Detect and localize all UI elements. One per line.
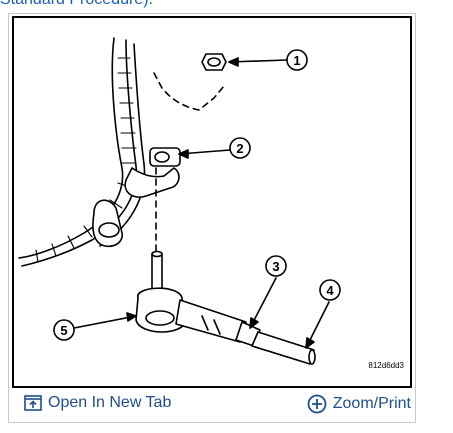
procedure-reference-text: Standard Procedure). xyxy=(0,0,153,9)
figure-toolbar: Open In New Tab Zoom/Print xyxy=(9,390,415,422)
zoom-print-button[interactable]: Zoom/Print xyxy=(307,394,411,414)
zoom-plus-icon xyxy=(307,394,327,414)
open-new-tab-icon xyxy=(24,395,42,411)
callout-1: 1 xyxy=(293,53,300,68)
image-id-label: 812d6dd3 xyxy=(368,361,404,370)
open-in-new-tab-label: Open In New Tab xyxy=(48,394,172,411)
diagram-image[interactable]: 1 2 3 4 5 812d6dd3 xyxy=(12,16,412,388)
callout-4: 4 xyxy=(326,283,334,298)
zoom-print-label: Zoom/Print xyxy=(332,395,411,412)
callout-2: 2 xyxy=(236,141,243,156)
callout-5: 5 xyxy=(60,323,67,338)
open-in-new-tab-button[interactable]: Open In New Tab xyxy=(24,394,171,412)
tie-rod-diagram: 1 2 3 4 5 812d6dd3 xyxy=(18,37,405,370)
figure-panel: 1 2 3 4 5 812d6dd3 Open In New Tab xyxy=(8,13,416,423)
callout-3: 3 xyxy=(272,259,279,274)
